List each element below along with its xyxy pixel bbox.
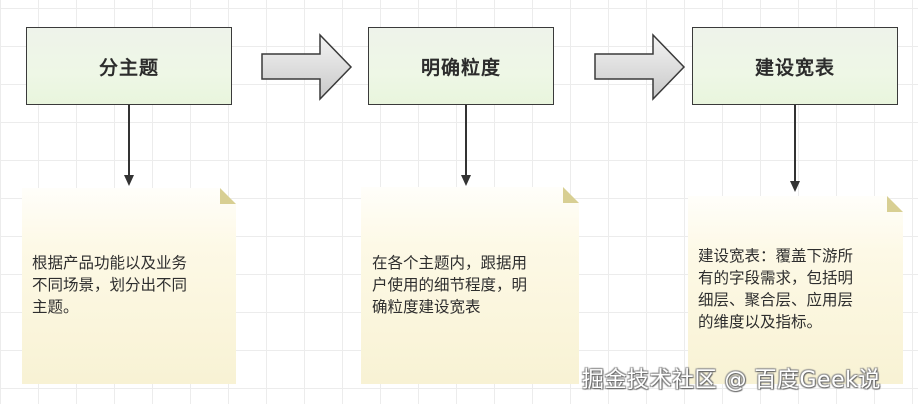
note-fold-icon: [563, 187, 579, 203]
arrow-down-icon: [790, 181, 800, 192]
arrow-right-icon: [261, 33, 353, 101]
connector-line: [465, 105, 467, 177]
note-build-wide-table: [688, 196, 903, 384]
step-box-define-granularity: 明确粒度: [368, 27, 554, 105]
step-label: 明确粒度: [420, 56, 501, 79]
note-fold-icon: [220, 188, 236, 204]
step-box-divide-topics: 分主题: [26, 27, 232, 105]
step-box-build-wide-table: 建设宽表: [692, 27, 898, 105]
note-define-granularity: [361, 187, 579, 384]
note-text: 在各个主题内，跟据用 户使用的细节程度，明 确粒度建设宽表: [372, 254, 528, 316]
note-divide-topics: [22, 188, 236, 384]
step-label: 建设宽表: [754, 56, 835, 79]
arrow-right-icon: [594, 33, 686, 101]
note-text: 根据产品功能以及业务 不同场景，划分出不同 主题。: [32, 254, 188, 316]
arrow-down-icon: [124, 175, 134, 186]
watermark: 掘金技术社区 @ 百度Geek说: [582, 368, 881, 393]
step-label: 分主题: [98, 56, 159, 79]
connector-line: [128, 105, 130, 177]
arrow-down-icon: [461, 175, 471, 186]
note-text: 建设宽表：覆盖下游所 有的字段需求，包括明 细层、聚合层、应用层 的维度以及指标…: [698, 247, 854, 331]
connector-line: [794, 105, 796, 183]
note-fold-icon: [887, 196, 903, 212]
